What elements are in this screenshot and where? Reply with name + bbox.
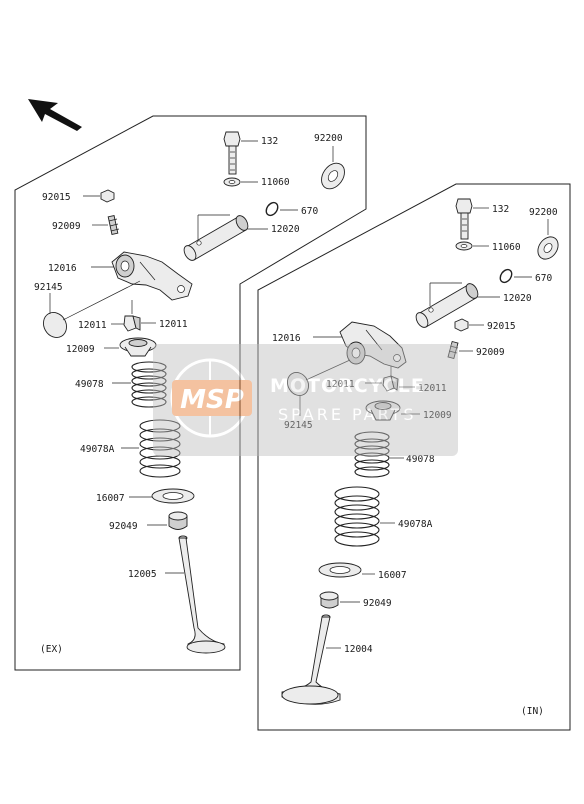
front-arrow-icon (28, 99, 82, 131)
ex-label-spring-inner: 49078 (75, 379, 104, 390)
ex-label-nut: 92015 (42, 192, 71, 203)
ex-label-cotter-left: 12011 (78, 320, 107, 331)
ex-label-valve: 12005 (128, 569, 157, 580)
ex-inner-spring-part (131, 361, 167, 408)
in-retainer-part (365, 400, 401, 421)
exhaust-tag: (EX) (40, 644, 63, 655)
in-label-seat: 16007 (378, 570, 407, 581)
in-cotter-part (382, 375, 399, 392)
ex-valve-seal-part (168, 511, 188, 530)
in-label-washer-small: 11060 (492, 242, 521, 253)
in-bolt-part (455, 198, 473, 240)
ex-label-washer-large: 92200 (314, 133, 343, 144)
in-valve-seal-part (319, 591, 339, 609)
intake-panel: (IN) 132 11060 92200 670 (257, 183, 571, 731)
in-label-spring-outer: 49078A (398, 519, 433, 530)
ex-outer-spring-part (139, 419, 181, 478)
ex-bolt-part (223, 131, 241, 175)
ex-nut-part (100, 189, 115, 203)
intake-tag: (IN) (521, 706, 544, 717)
ex-label-oring: 670 (301, 206, 318, 217)
ex-valve-part (178, 535, 226, 654)
ex-label-bolt: 132 (261, 136, 278, 147)
ex-label-seat: 16007 (96, 493, 125, 504)
in-label-cotter-right: 12011 (418, 383, 447, 394)
in-label-washer-large: 92200 (529, 207, 558, 218)
in-spring-seat-part (318, 562, 362, 578)
ex-label-spring-outer: 49078A (80, 444, 115, 455)
in-label-cotter-left: 12011 (326, 379, 355, 390)
in-label-rocker-arm: 12016 (272, 333, 301, 344)
ex-retainer-part (119, 337, 157, 357)
ex-cotter-part (123, 315, 141, 332)
ex-oring-part (265, 201, 279, 217)
in-adjust-screw-part (447, 340, 459, 360)
in-inner-spring-part (354, 431, 390, 478)
in-label-spring-inner: 49078 (406, 454, 435, 465)
in-oring-part (499, 268, 513, 284)
watermark-logo: MSP (180, 385, 244, 415)
ex-label-retainer: 12009 (66, 344, 95, 355)
ex-label-cotter-right: 12011 (159, 319, 188, 330)
in-nut-part (454, 318, 469, 332)
in-label-shaft: 12020 (503, 293, 532, 304)
exhaust-panel: (EX) 132 11060 92200 670 (14, 115, 367, 671)
ex-spring-seat-part (151, 488, 195, 504)
ex-adjust-screw-part (107, 215, 120, 235)
in-shim-part (287, 372, 309, 396)
ex-label-seal: 92049 (109, 521, 138, 532)
in-valve-part (281, 614, 341, 705)
in-label-shim: 92145 (284, 420, 313, 431)
ex-label-shim: 92145 (34, 282, 63, 293)
ex-label-washer-small: 11060 (261, 177, 290, 188)
in-label-bolt: 132 (492, 204, 509, 215)
in-label-oring: 670 (535, 273, 552, 284)
watermark-line1: MOTORCYCLE (270, 375, 425, 397)
in-rocker-shaft-part (415, 283, 479, 328)
ex-rocker-arm-part (111, 251, 193, 301)
ex-rocker-shaft-part (183, 215, 249, 261)
ex-label-shaft: 12020 (271, 224, 300, 235)
in-label-retainer: 12009 (423, 410, 452, 421)
ex-label-screw: 92009 (52, 221, 81, 232)
in-outer-spring-part (334, 486, 380, 547)
in-label-nut: 92015 (487, 321, 516, 332)
in-rocker-arm-part (339, 321, 407, 369)
in-label-screw: 92009 (476, 347, 505, 358)
watermark-line2: SPARE PARTS (278, 405, 417, 424)
ex-shim-part (43, 312, 67, 338)
in-label-seal: 92049 (363, 598, 392, 609)
in-label-valve: 12004 (344, 644, 373, 655)
ex-label-rocker-arm: 12016 (48, 263, 77, 274)
watermark: MSP MOTORCYCLE SPARE PARTS (153, 344, 458, 456)
